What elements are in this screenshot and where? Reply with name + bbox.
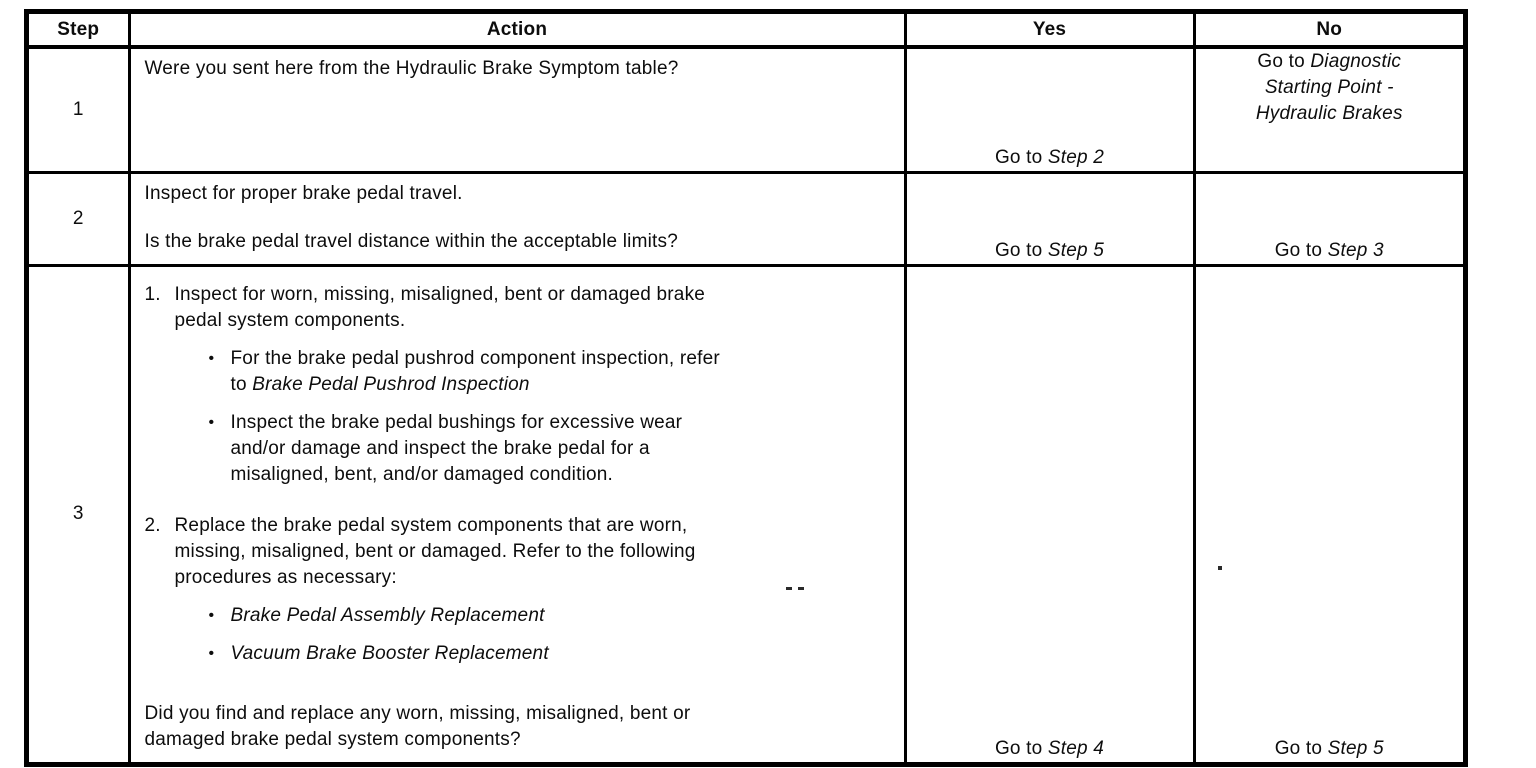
goto-text: Go to bbox=[994, 737, 1048, 759]
procedure-reference: Brake Pedal Assembly Replacement bbox=[230, 604, 545, 626]
numbered-item: 2. Replace the brake pedal system compon… bbox=[145, 513, 894, 679]
bullet-icon: • bbox=[208, 606, 215, 624]
scan-artifact bbox=[1218, 566, 1222, 570]
no-cell: Go to Diagnostic Starting Point - Hydrau… bbox=[1192, 45, 1467, 174]
action-question: Did you find and replace any worn, missi… bbox=[144, 702, 691, 750]
action-question: Is the brake pedal travel distance withi… bbox=[144, 230, 678, 252]
goto-target: Step 3 bbox=[1327, 239, 1384, 261]
goto-text: Go to bbox=[1274, 239, 1328, 261]
step-number: 3 bbox=[25, 263, 131, 765]
table-row-step-3: 3 1. Inspect for worn, missing, misalign… bbox=[25, 263, 1467, 765]
goto-text: Go to bbox=[994, 239, 1048, 261]
bullet-item-text: For the brake pedal pushrod component in… bbox=[230, 347, 720, 395]
numbered-item-text: Replace the brake pedal system component… bbox=[174, 514, 696, 588]
diagnostic-table: Step Action Yes No 1 Were you sent here … bbox=[25, 10, 1467, 766]
goto-target: Step 5 bbox=[1327, 737, 1384, 759]
bullet-item: • Brake Pedal Assembly Replacement bbox=[209, 603, 894, 629]
bullet-item: • Vacuum Brake Booster Replacement bbox=[209, 641, 894, 667]
col-header-yes: Yes bbox=[903, 10, 1196, 49]
col-header-step: Step bbox=[25, 10, 131, 49]
goto-target: Diagnostic Starting Point - Hydraulic Br… bbox=[1255, 51, 1403, 124]
list-number: 2. bbox=[144, 514, 161, 536]
yes-cell: Go to Step 4 bbox=[903, 263, 1196, 765]
action-cell: Inspect for proper brake pedal travel. I… bbox=[127, 170, 907, 267]
scan-artifact bbox=[798, 587, 804, 590]
no-cell: Go to Step 3 bbox=[1192, 170, 1467, 267]
procedure-reference: Vacuum Brake Booster Replacement bbox=[230, 642, 549, 664]
numbered-item-text: Inspect for worn, missing, misaligned, b… bbox=[174, 283, 706, 331]
procedure-reference: Brake Pedal Pushrod Inspection bbox=[252, 373, 530, 395]
action-cell: Were you sent here from the Hydraulic Br… bbox=[127, 45, 907, 174]
action-intro: Inspect for proper brake pedal travel. bbox=[144, 182, 463, 204]
bullet-item-text: Inspect the brake pedal bushings for exc… bbox=[230, 411, 683, 485]
header-row: Step Action Yes No bbox=[25, 10, 1467, 49]
yes-cell: Go to Step 5 bbox=[903, 170, 1196, 267]
goto-text: Go to bbox=[1257, 51, 1311, 72]
list-number: 1. bbox=[144, 283, 161, 305]
yes-cell: Go to Step 2 bbox=[903, 45, 1196, 174]
action-cell: 1. Inspect for worn, missing, misaligned… bbox=[127, 263, 907, 765]
no-cell: Go to Step 5 bbox=[1192, 263, 1467, 765]
action-list: 1. Inspect for worn, missing, misaligned… bbox=[131, 267, 904, 762]
scan-artifact bbox=[786, 587, 792, 590]
table-row-step-1: 1 Were you sent here from the Hydraulic … bbox=[25, 45, 1467, 174]
bullet-item: • For the brake pedal pushrod component … bbox=[209, 346, 894, 398]
bullet-icon: • bbox=[208, 644, 215, 662]
col-header-action: Action bbox=[127, 10, 907, 49]
bullet-icon: • bbox=[208, 349, 215, 367]
bullet-icon: • bbox=[208, 413, 215, 431]
bullet-item: • Inspect the brake pedal bushings for e… bbox=[209, 410, 894, 488]
action-question: Were you sent here from the Hydraulic Br… bbox=[144, 58, 679, 79]
goto-target: Step 2 bbox=[1047, 146, 1105, 168]
goto-text: Go to bbox=[994, 146, 1048, 168]
goto-target: Step 4 bbox=[1047, 737, 1105, 759]
table-row-step-2: 2 Inspect for proper brake pedal travel.… bbox=[25, 170, 1467, 267]
goto-text: Go to bbox=[1274, 737, 1328, 759]
goto-target: Step 5 bbox=[1047, 239, 1105, 261]
numbered-item: 1. Inspect for worn, missing, misaligned… bbox=[145, 282, 894, 500]
step-number: 1 bbox=[25, 45, 131, 174]
col-header-no: No bbox=[1192, 10, 1467, 49]
step-number: 2 bbox=[25, 170, 131, 267]
